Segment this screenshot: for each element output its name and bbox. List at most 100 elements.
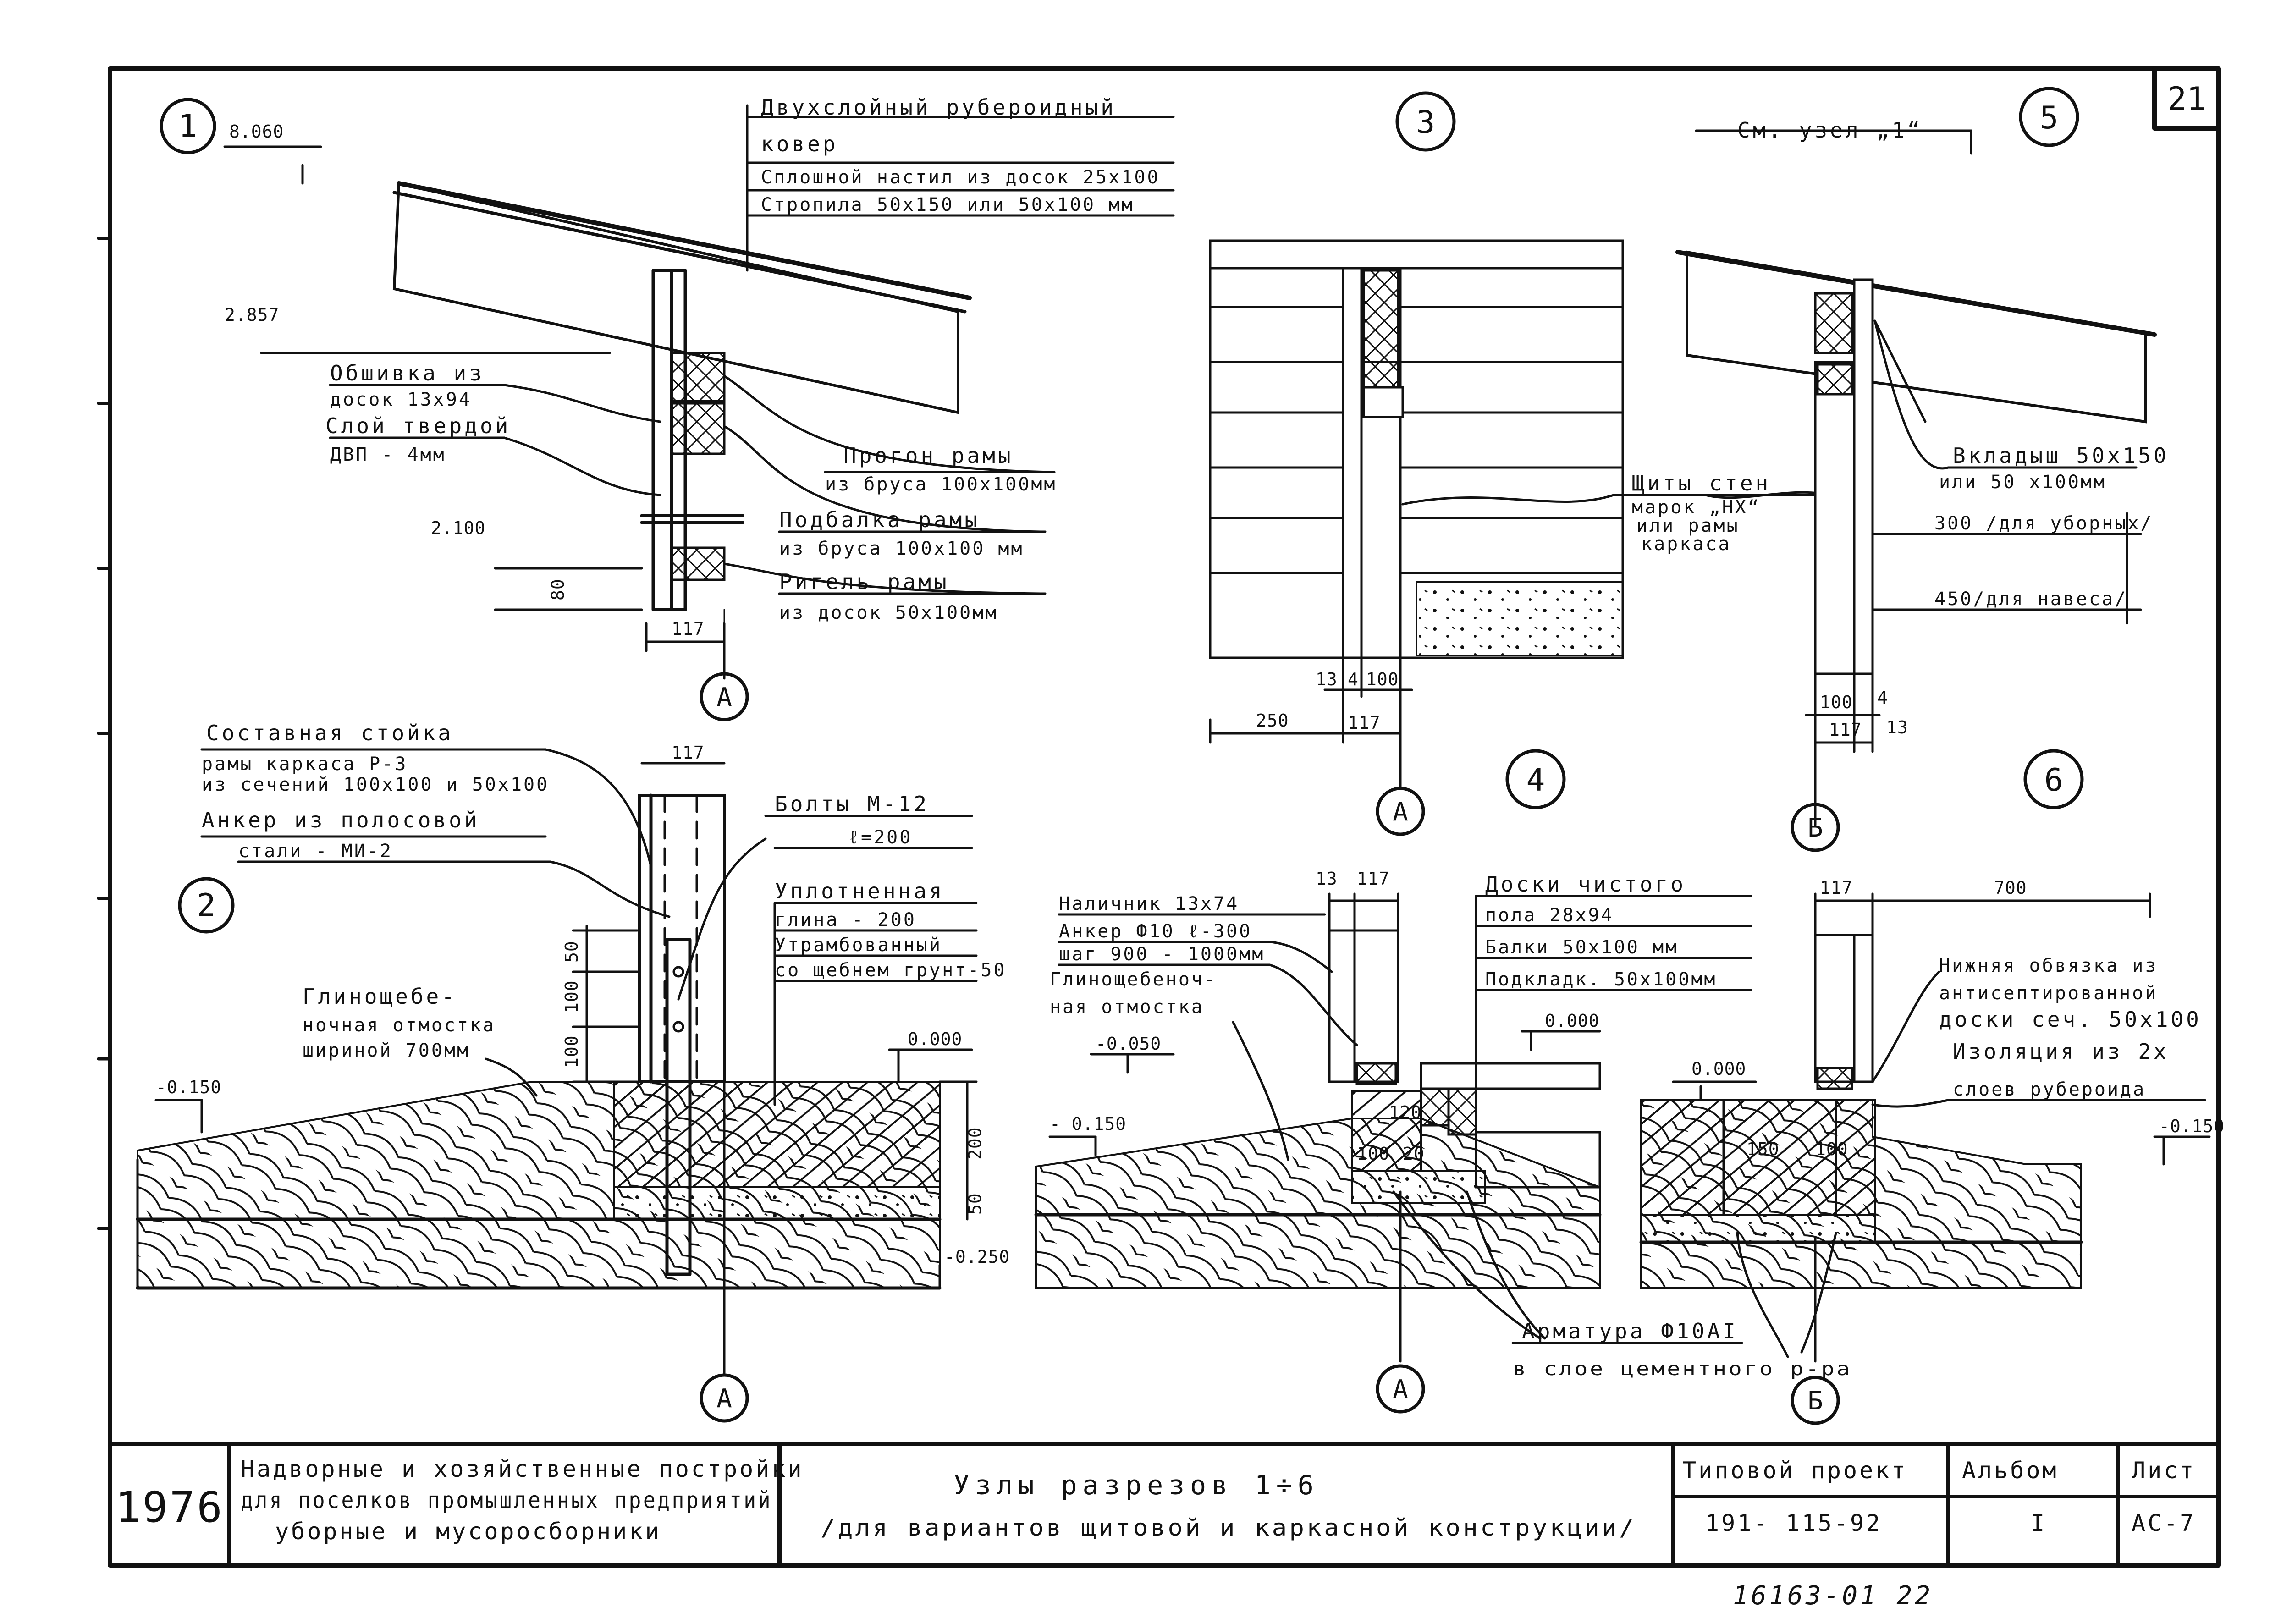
node-1-right-label-2: из бруса 100х100мм: [825, 474, 1057, 495]
node-2-clay-label-1: Уплотненная: [775, 879, 945, 903]
axis-A-1-letter: А: [716, 683, 732, 712]
node-3-dim-250: 250: [1256, 710, 1289, 731]
node-2-stoika-label-1: Составная стойка: [206, 721, 453, 745]
node-2-stoika-label-2: рамы каркаса Р-3: [202, 754, 408, 775]
corner-sheet-number: 21: [2167, 80, 2206, 118]
node-4-dim-120: 120: [1389, 1102, 1422, 1123]
node-5-ref-label: См. узел „1“: [1737, 118, 1923, 143]
node-2-bolt-label-2: ℓ=200: [848, 827, 912, 848]
node-1-dim-117: 117: [672, 619, 705, 639]
album-label: Альбом: [1962, 1457, 2059, 1484]
project-title-line2: для поселков промышленных предприятий: [241, 1487, 772, 1514]
node-2-drawing: [136, 748, 978, 1376]
node-1-left-label-3: Слой твердой: [325, 413, 511, 438]
node-6-elev-zero: 0.000: [1691, 1059, 1746, 1079]
node-2-stoika-label-4: Анкер из полосовой: [202, 808, 480, 832]
node-2-dim-100a: 100: [562, 980, 582, 1013]
node-4-dim-117: 117: [1357, 869, 1390, 889]
node-1-left-label-2: досок 13х94: [330, 389, 472, 410]
node-2-bolt-label-1: Болты М-12: [775, 792, 929, 816]
node-6-label-1: Нижняя обвязка из: [1939, 955, 2158, 976]
node-3-drawing: [1209, 91, 1624, 790]
node-1-right-label-5: Ригель рамы: [779, 569, 949, 594]
tipovoy-value: 191- 115-92: [1705, 1510, 1882, 1536]
node-1-roof-label-4: Стропила 50х150 или 50х100 мм: [761, 194, 1134, 215]
node-3-dim-117: 117: [1348, 713, 1381, 733]
node-4-floor-label-1: Доски чистого: [1485, 872, 1686, 897]
node-4-label-1: Наличник 13х74: [1059, 893, 1239, 914]
node-1-right-label-6: из досок 50х100мм: [779, 602, 998, 623]
node-5-dim-300: 300 /для уборных/: [1934, 513, 2153, 534]
node-4-number: 4: [1526, 762, 1545, 798]
left-edge-ticks: [97, 237, 112, 1230]
node-1-right-label-4: из бруса 100х100 мм: [779, 538, 1024, 559]
node-6-dim-150: 150: [1747, 1139, 1780, 1159]
node-1-left-label-1: Обшивка из: [330, 361, 485, 385]
axis-A-4: [1376, 1364, 1425, 1414]
node-1-roof-label-3: Сплошной настил из досок 25х100: [761, 167, 1160, 188]
node-2-otmostka-label-2: ночная отмостка: [303, 1015, 496, 1036]
axis-A-2: [700, 1373, 749, 1423]
wall-panel-label-4: каркаса: [1641, 534, 1731, 555]
axis-A-4-letter: А: [1393, 1375, 1408, 1404]
node-1-right-label-3: Подбалка рамы: [779, 507, 980, 532]
node-4-drawing: [1034, 749, 1752, 1363]
node-5-dim-450: 450/для навеса/: [1934, 589, 2127, 610]
node-1-elev-mid: 2.857: [225, 305, 279, 325]
node-2-stoika-label-3: из сечений 100х100 и 50х100: [202, 774, 549, 795]
wall-panel-leader: [1401, 491, 1830, 506]
node-6-label-3: доски сеч. 50х100: [1939, 1007, 2202, 1032]
node-3-number: 3: [1416, 105, 1435, 141]
node-4-floor-label-4: Подкладк. 50х100мм: [1485, 969, 1717, 990]
node-3-dim-100: 100: [1366, 669, 1399, 689]
sheet-border: [108, 66, 2221, 1568]
list-label: Лист: [2132, 1457, 2196, 1484]
node-4-label-3: шаг 900 - 1000мм: [1059, 944, 1265, 965]
title-block: [108, 1442, 2221, 1568]
node-5-number: 5: [2040, 100, 2059, 136]
node-2-number: 2: [197, 887, 216, 924]
axis-B-1: [1791, 803, 1840, 852]
album-value: I: [2031, 1510, 2047, 1536]
node-1-roof-label-1: Двухслойный рубероидный: [761, 95, 1116, 120]
node-5-dim-117: 117: [1829, 720, 1862, 740]
node-4-dim-13: 13: [1316, 869, 1338, 889]
project-title-line1: Надворные и хозяйственные постройки: [241, 1456, 804, 1482]
node-1-elev-top: 8.060: [229, 121, 284, 142]
node-1-number: 1: [179, 108, 198, 144]
axis-A-3: [1376, 787, 1425, 836]
node-2-clay-label-4: со щебнем грунт-50: [775, 960, 1006, 981]
node-2-elev-bottom: -0.250: [944, 1247, 1010, 1267]
node-2-dim-117: 117: [672, 743, 705, 763]
wall-panel-label-2: марок „НХ“: [1632, 497, 1761, 518]
node-1-dim-80: 80: [548, 578, 568, 600]
wall-panel-label-3: или рамы: [1636, 515, 1740, 536]
node-2-stoika-label-5: стали - МИ-2: [238, 841, 393, 862]
node-4-label-4: Глинощебеноч-: [1050, 969, 1217, 990]
axis-A-2-letter: А: [716, 1384, 732, 1414]
node-4-elev-m150: - 0.150: [1050, 1114, 1126, 1134]
node-6-label-4: Изоляция из 2х: [1953, 1039, 2169, 1064]
project-title-line3: уборные и мусоросборники: [275, 1518, 661, 1545]
wall-panel-label-1: Щиты стен: [1632, 471, 1771, 495]
node-1-right-label-1: Прогон рамы: [843, 443, 1014, 468]
node-5-drawing: [1675, 87, 2157, 826]
node-1-drawing: [160, 98, 1175, 680]
axis-A-3-letter: А: [1393, 797, 1408, 827]
node-2-dim-50b: 50: [965, 1193, 985, 1215]
node-1-left-label-4: ДВП - 4мм: [330, 444, 446, 465]
node-4-dim-100: 100: [1357, 1144, 1390, 1164]
node-6-dim-117: 117: [1820, 878, 1853, 898]
armatura-label-1: Арматура Ф10АI: [1522, 1319, 1738, 1343]
node-5-vkladysh-1: Вкладыш 50х150: [1953, 443, 2169, 468]
drawing-title-line1: Узлы разрезов 1÷6: [953, 1470, 1319, 1501]
node-4-floor-label-3: Балки 50х100 мм: [1485, 937, 1678, 958]
node-3-dim-4: 4: [1348, 669, 1359, 689]
node-5-dim-100: 100: [1820, 692, 1853, 712]
node-4-label-2: Анкер Ф10 ℓ-300: [1059, 921, 1252, 942]
drawing-title-line2: /для вариантов щитовой и каркасной конст…: [821, 1514, 1636, 1541]
node-6-dim-700: 700: [1994, 878, 2027, 898]
node-4-elev-zero: 0.000: [1545, 1011, 1599, 1031]
node-1-roof-label-2: ковер: [761, 132, 838, 156]
